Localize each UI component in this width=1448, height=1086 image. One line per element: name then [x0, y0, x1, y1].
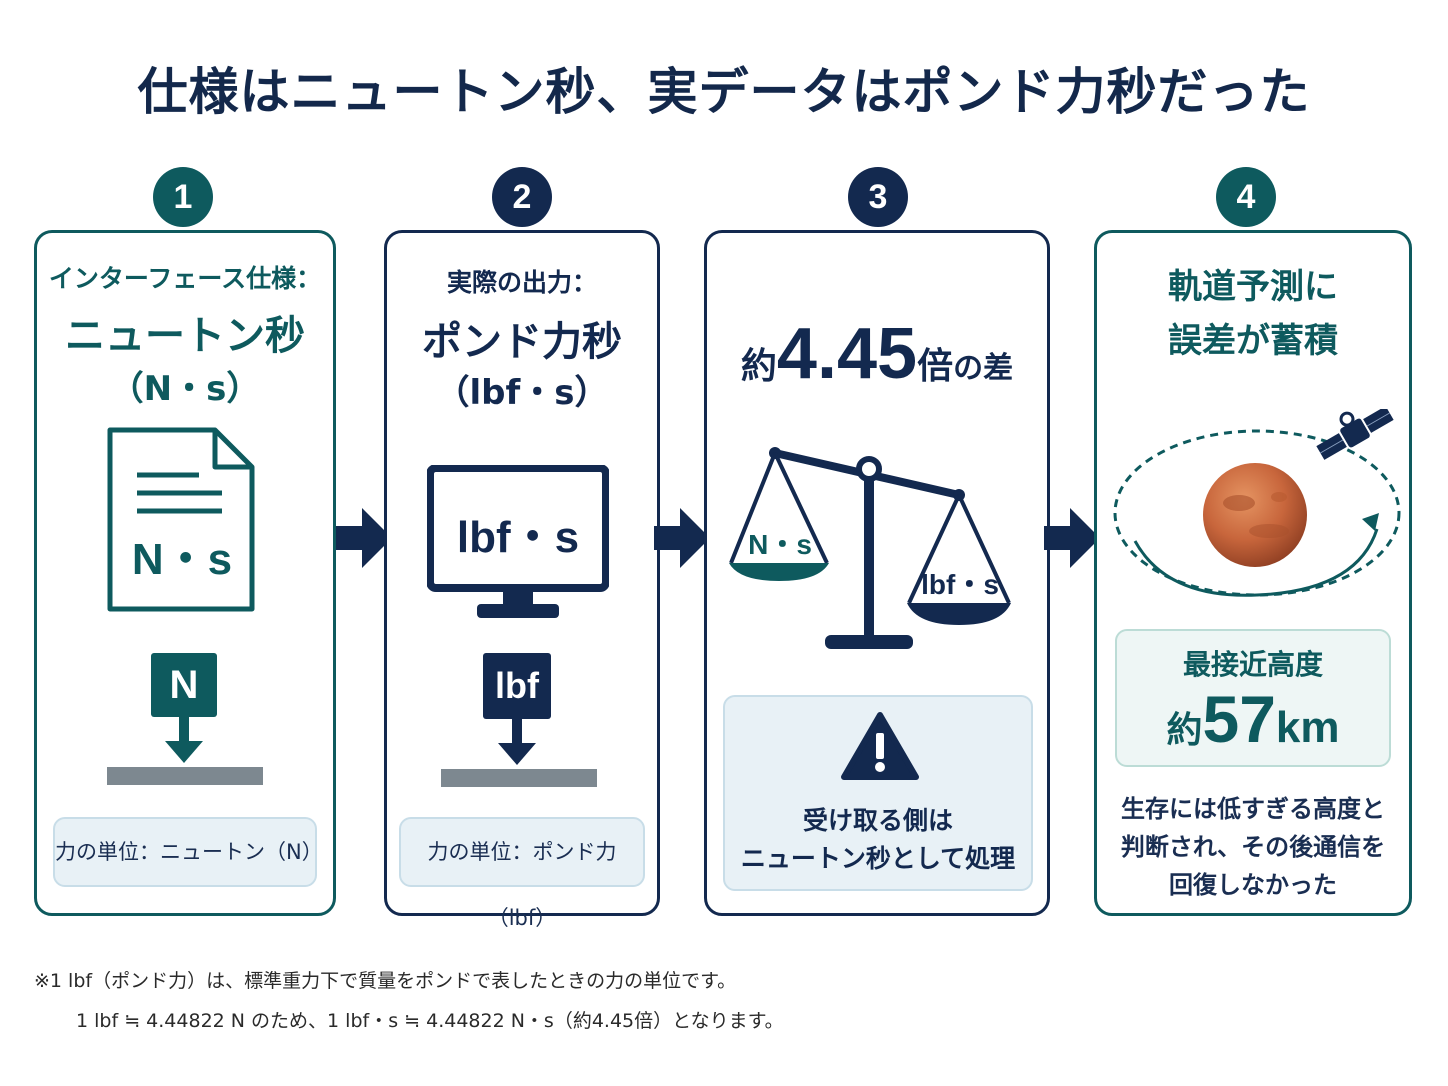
mars-icon	[1203, 463, 1307, 567]
step-2-heading: 実際の出力：	[446, 268, 597, 297]
step-1-unit: （N・s）	[109, 369, 261, 409]
step-4-badge: 4	[1216, 167, 1276, 227]
step-1-heading: インターフェース仕様：	[48, 264, 322, 293]
step-2-note: 力の単位：ポンド力（lbf）	[399, 817, 645, 930]
step-4-desc-line-1: 生存には低すぎる高度と	[1121, 795, 1385, 823]
satellite-icon	[1316, 409, 1394, 460]
warning-icon	[841, 712, 919, 780]
step-1-main: ニュートン秒	[65, 313, 305, 359]
step-2-badge: 2	[492, 167, 552, 227]
document-label: N・s	[131, 535, 233, 584]
monitor-label: lbf・s	[456, 513, 580, 562]
down-arrow-icon	[165, 717, 203, 763]
warning-box: 受け取る側は ニュートン秒として処理	[723, 695, 1033, 891]
page-title: 仕様はニュートン秒、実データはポンド力秒だった	[137, 63, 1311, 121]
monitor-icon	[427, 465, 609, 618]
warning-line-2: ニュートン秒として処理	[740, 844, 1016, 873]
step-4-desc-line-2: 判断され、その後通信を	[1120, 833, 1386, 861]
headline-suffix-1: 倍	[917, 346, 954, 387]
document-icon	[107, 427, 255, 612]
ground-bar	[107, 767, 263, 785]
box-prefix: 約	[1166, 710, 1203, 751]
closest-approach-box: 最接近高度 約57km	[1115, 629, 1391, 767]
headline-suffix-2: の差	[953, 351, 1014, 386]
step-1-note: 力の単位：ニュートン（N）	[53, 817, 323, 887]
box-unit: km	[1275, 703, 1340, 752]
right-arrow-icon	[1044, 508, 1100, 568]
right-arrow-icon	[654, 508, 710, 568]
step-4-panel: 軌道予測に 誤差が蓄積 最接近高度	[1094, 230, 1412, 916]
force-block-n: N	[151, 653, 217, 717]
orbit-illustration	[1113, 409, 1401, 597]
warning-line-1: 受け取る側は	[802, 806, 953, 835]
step-1-badge: 1	[153, 167, 213, 227]
headline-value: 4.45	[776, 314, 918, 394]
closest-approach-label: 最接近高度	[1182, 648, 1323, 681]
step-4-heading-line-2: 誤差が蓄積	[1168, 321, 1338, 361]
left-pan-label: N・s	[748, 529, 812, 560]
footnote-line-1: ※1 lbf（ポンド力）は、標準重力下で質量をポンドで表したときの力の単位です。	[34, 970, 737, 992]
step-2-unit: （lbf・s）	[435, 373, 609, 413]
down-arrow-icon	[498, 719, 536, 765]
step-4-heading-line-1: 軌道予測に	[1168, 267, 1338, 307]
step-1-panel: インターフェース仕様： ニュートン秒 （N・s） N・s N 力の単位：ニュート…	[34, 230, 336, 916]
closest-approach-value: 約57km	[1117, 681, 1389, 757]
headline-prefix: 約	[740, 346, 777, 387]
right-arrow-icon	[336, 508, 392, 568]
step-3-headline: 約4.45倍の差	[707, 313, 1047, 395]
step-2-panel: 実際の出力： ポンド力秒 （lbf・s） lbf・s lbf 力の単位：ポンド力…	[384, 230, 660, 930]
right-pan-label: lbf・s	[921, 569, 999, 600]
ground-bar	[441, 769, 597, 787]
step-3-panel: 約4.45倍の差 N・s lbf・s 受け取る側は ニュートン秒として処理	[704, 230, 1050, 916]
box-number: 57	[1202, 682, 1276, 756]
force-block-lbf: lbf	[483, 653, 551, 719]
step-4-desc-line-3: 回復しなかった	[1169, 871, 1337, 899]
balance-scale-icon	[729, 447, 1011, 649]
step-2-main: ポンド力秒	[422, 319, 622, 365]
footnote-line-2: 1 lbf ≒ 4.44822 N のため、1 lbf・s ≒ 4.44822 …	[76, 1010, 784, 1032]
step-3-badge: 3	[848, 167, 908, 227]
